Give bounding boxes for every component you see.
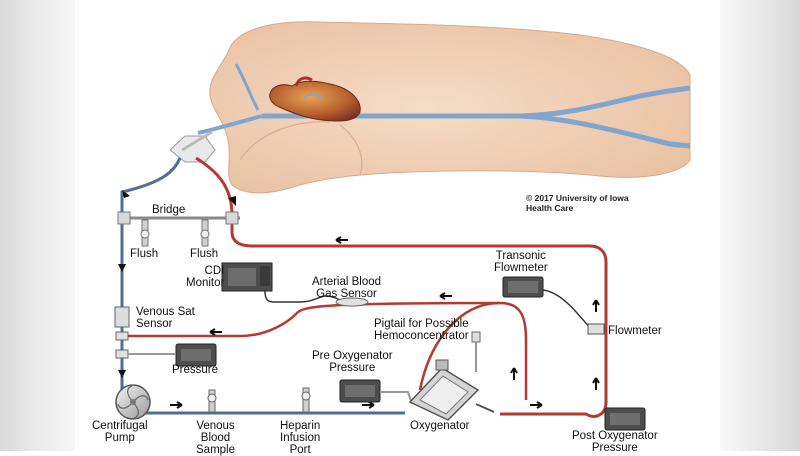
blurred-left-border: [0, 0, 75, 451]
blurred-right-border: [720, 0, 800, 451]
pre-oxy-line: [380, 391, 413, 405]
venous-sat-sensor-label: Venous Sat Sensor: [136, 306, 195, 330]
flow-arrow: [510, 367, 518, 380]
post-oxy-line1: Post Oxygenator: [572, 430, 658, 442]
centrifugal-line2: Pump: [104, 432, 135, 444]
flow-arrow: [592, 299, 600, 312]
cannula-vein-left: [197, 114, 263, 135]
transonic-line1: Transonic: [495, 250, 546, 262]
pigtail-label: Pigtail for Possible Hemoconcentrator: [374, 318, 469, 342]
pre-oxy-line2: Pressure: [329, 362, 376, 374]
cdi-monitor-device: [221, 262, 341, 303]
recirc-line-to-venous-sat: [122, 301, 501, 338]
pressure-monitor-screen: [181, 349, 211, 361]
pigtail-port: [471, 331, 481, 343]
cannula-tube: [181, 130, 213, 152]
arterial-gas-sensor: [335, 297, 369, 307]
oxygenator-label: Oxygenator: [410, 420, 470, 432]
transonic-flowmeter-label: Transonic Flowmeter: [494, 250, 548, 274]
flush-stopcock-left: [140, 229, 150, 239]
flush-stopcock-right: [200, 229, 210, 239]
pigtail-line1: Pigtail for Possible: [374, 318, 469, 330]
centrifugal-line1: Centrifugal: [92, 420, 148, 432]
bridge-clamp-right: [225, 211, 239, 225]
flow-arrow: [118, 370, 126, 378]
post-oxy-line2: Pressure: [591, 442, 638, 454]
flow-arrow: [592, 377, 600, 390]
heparin-line3: Port: [289, 444, 311, 456]
cannula-connector: [169, 135, 216, 163]
venous-sat-line1: Venous Sat: [136, 306, 195, 318]
flow-arrow: [170, 401, 183, 409]
cdi-monitor-label: CDI Monitor: [186, 265, 224, 289]
centrifugal-pump: [115, 384, 151, 420]
patient-body-crease: [339, 124, 363, 176]
flow-arrow: [439, 292, 452, 300]
femoral-vein: [519, 113, 691, 149]
post-oxy-screen: [610, 413, 640, 425]
flowmeter-probe: [587, 323, 605, 335]
arterial-line-to-patient: [195, 156, 608, 418]
patient-body-crease: [239, 121, 331, 161]
flow-arrow: [118, 264, 126, 272]
aorta: [294, 76, 313, 87]
pre-oxy-line1: Pre Oxygenator: [312, 350, 393, 362]
patient-body: [209, 21, 691, 194]
oxygenator-device: [408, 359, 495, 421]
jugular-vein: [234, 63, 260, 111]
pigtail-line2: Hemoconcentrator: [374, 330, 469, 342]
venous-sat-line2: Sensor: [136, 318, 173, 330]
venous-line-from-patient: [120, 157, 182, 393]
venous-connector: [115, 331, 129, 341]
venous-sample-line1: Venous: [196, 420, 235, 432]
copyright-notice: © 2017 University of Iowa Health Care: [526, 193, 629, 213]
pre-oxygenator-pressure-label: Pre Oxygenator Pressure: [312, 350, 393, 374]
flush-label-left: Flush: [130, 248, 159, 260]
pressure-label: Pressure: [172, 364, 219, 376]
transonic-screen: [508, 281, 538, 293]
cdi-label-line1: CDI: [204, 265, 225, 277]
venous-sample-line2: Blood: [200, 432, 231, 444]
copyright-line-1: © 2017 University of Iowa: [526, 193, 629, 203]
flow-arrow: [530, 401, 543, 409]
pulmonary-vessel: [303, 93, 323, 101]
flow-arrow: [362, 401, 375, 409]
venous-sample-stopcock: [207, 393, 217, 403]
transonic-line2: Flowmeter: [494, 262, 548, 274]
bridge-label: Bridge: [152, 204, 186, 216]
flow-arrow: [122, 190, 130, 198]
arterial-gas-line2: Gas Sensor: [316, 288, 377, 300]
flowmeter-label: Flowmeter: [608, 325, 662, 337]
vena-cava: [262, 85, 691, 119]
transonic-cable: [542, 289, 591, 329]
heparin-line2: Infusion: [280, 432, 321, 444]
venous-sat-sensor: [114, 306, 130, 328]
cdi-label-line2: Monitor: [186, 277, 225, 289]
heparin-stopcock: [301, 391, 311, 401]
arterial-gas-sensor-label: Arterial Blood Gas Sensor: [312, 276, 381, 300]
centrifugal-pump-label: Centrifugal Pump: [92, 420, 148, 444]
flow-arrow: [335, 236, 348, 244]
post-oxygenator-pressure-label: Post Oxygenator Pressure: [572, 430, 658, 454]
arterial-gas-line1: Arterial Blood: [312, 276, 382, 288]
heart: [269, 80, 361, 122]
flow-arrow: [209, 328, 222, 336]
pressure-connector: [115, 349, 129, 359]
flush-label-right: Flush: [190, 248, 219, 260]
copyright-line-2: Health Care: [526, 202, 574, 213]
bridge-clamp-left: [117, 211, 131, 225]
flow-arrow: [228, 196, 236, 206]
heparin-line1: Heparin: [280, 420, 321, 432]
venous-sample-line3: Sample: [196, 444, 235, 456]
pre-oxy-screen: [345, 385, 375, 397]
